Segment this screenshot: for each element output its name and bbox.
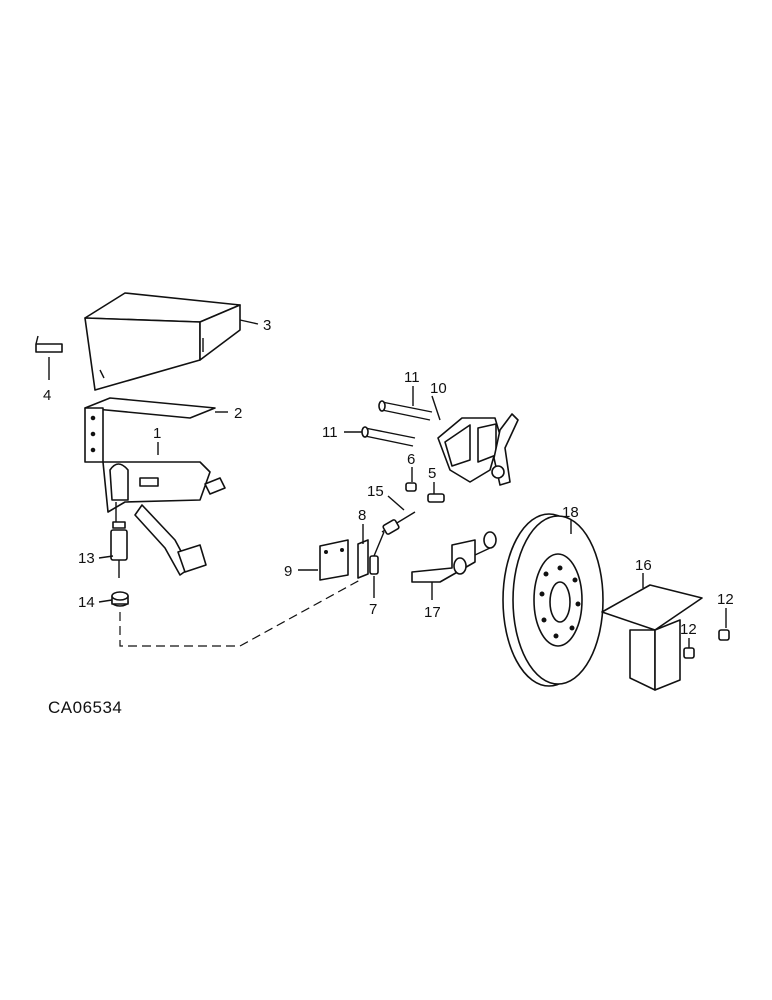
callout-18: 18 <box>562 504 579 521</box>
callout-11-lower: 11 <box>322 424 338 441</box>
callout-11-upper: 11 <box>404 369 420 386</box>
brake-caliper-part-10 <box>437 413 519 486</box>
callout-13: 13 <box>78 550 95 567</box>
callout-12-lower: 12 <box>680 621 697 638</box>
caliper-pin-upper-part-11 <box>378 400 433 421</box>
pin-part-6 <box>405 482 417 492</box>
callout-15: 15 <box>367 483 384 500</box>
mounting-plate-part-9 <box>319 539 349 581</box>
callout-7: 7 <box>369 601 377 618</box>
cover-box-part-3 <box>84 292 241 391</box>
disc-shield-part-16 <box>601 584 703 691</box>
callout-9: 9 <box>284 563 292 580</box>
clip-part-4 <box>35 335 63 380</box>
callout-5: 5 <box>428 465 436 482</box>
callout-8: 8 <box>358 507 366 524</box>
grommet-part-14 <box>111 591 129 607</box>
caliper-bracket-part-17 <box>411 531 497 583</box>
drawing-code: CA06534 <box>48 698 122 717</box>
assembly-connection-line <box>119 579 361 647</box>
mounting-bracket-part-2 <box>84 397 216 463</box>
callout-2: 2 <box>234 405 242 422</box>
callout-4: 4 <box>43 387 51 404</box>
small-bracket-part-8 <box>357 539 369 579</box>
callout-3: 3 <box>263 317 271 334</box>
pedal-assembly-part-1 <box>102 461 226 576</box>
brake-disc-part-18 <box>502 513 604 687</box>
callout-6: 6 <box>407 451 415 468</box>
linkage-rod-part-15 <box>373 511 416 557</box>
callout-16: 16 <box>635 557 652 574</box>
leader-lines <box>98 319 727 648</box>
caliper-pin-lower-part-11 <box>361 426 416 447</box>
nut-part-12-b <box>718 629 730 641</box>
nut-part-12-a <box>683 647 695 659</box>
callout-14: 14 <box>78 594 95 611</box>
callout-10: 10 <box>430 380 447 397</box>
clevis-part-7 <box>369 555 379 575</box>
adjuster-part-5 <box>427 493 445 503</box>
callout-1: 1 <box>153 425 161 442</box>
pushrod-part-13 <box>110 521 128 578</box>
callout-12-upper: 12 <box>717 591 734 608</box>
callout-17: 17 <box>424 604 441 621</box>
